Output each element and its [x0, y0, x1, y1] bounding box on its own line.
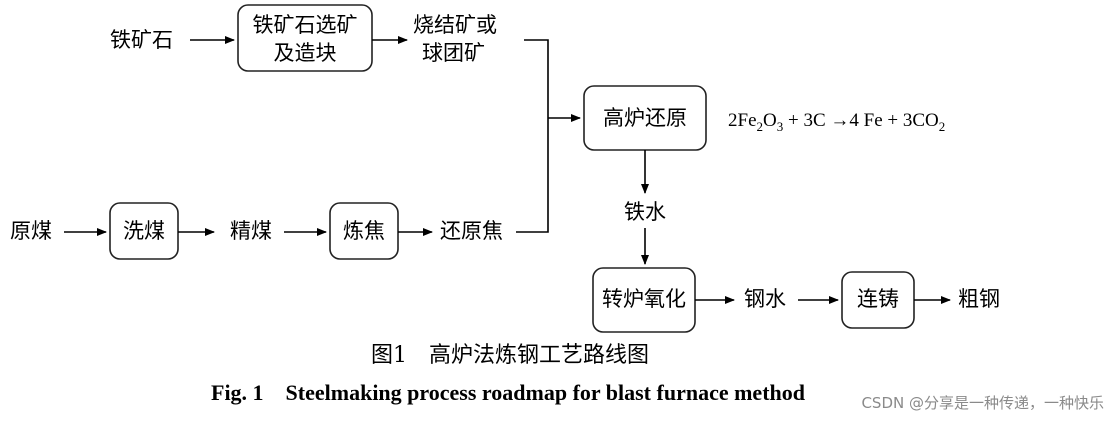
clean-coal-label: 精煤 [230, 219, 272, 243]
iron-ore-label: 铁矿石 [110, 28, 173, 52]
crude-steel-label: 粗钢 [958, 287, 1000, 311]
blast-furnace-label: 高炉还原 [603, 106, 687, 130]
reduction-equation: 2Fe2O3 + 3C →4 Fe + 3CO2 [728, 110, 945, 134]
molten-steel-label: 钢水 [744, 287, 786, 311]
washing-label: 洗煤 [123, 219, 165, 243]
coking-box [329, 202, 399, 260]
sinter-label-line2: 球团矿 [422, 41, 485, 65]
caption-english: Fig. 1 Steelmaking process roadmap for b… [211, 380, 805, 405]
sinter-label-line1: 烧结矿或 [413, 13, 497, 37]
connector-coke-up [516, 118, 549, 233]
connector-sinter-down [524, 39, 549, 118]
casting-label: 连铸 [857, 287, 899, 311]
csdn-watermark: CSDN @分享是一种传递，一种快乐 [861, 394, 1104, 412]
hot-metal-label: 铁水 [624, 200, 666, 224]
raw-coal-label: 原煤 [10, 219, 52, 243]
coking-label: 炼焦 [343, 219, 385, 243]
caption-chinese: 图1 高炉法炼钢工艺路线图 [371, 343, 649, 368]
beneficiation-box [237, 4, 373, 72]
beneficiation-label-line2: 及造块 [274, 41, 337, 65]
reducing-coke-label: 还原焦 [440, 219, 503, 243]
washing-box [109, 202, 179, 260]
converter-label: 转炉氧化 [602, 287, 686, 311]
beneficiation-label-line1: 铁矿石选矿 [253, 13, 358, 37]
